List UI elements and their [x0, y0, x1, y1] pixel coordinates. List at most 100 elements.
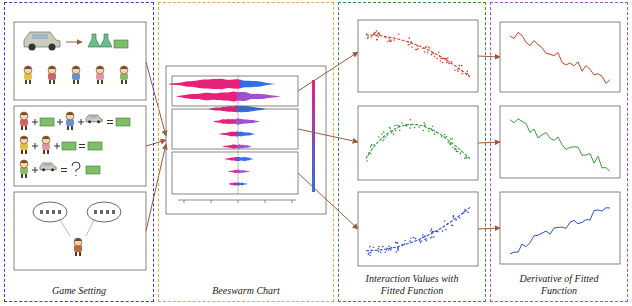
swarm-row — [236, 170, 250, 173]
scatter-point — [401, 122, 403, 124]
scatter-point — [390, 249, 392, 251]
plus-symbol — [32, 119, 38, 125]
panel-label-holder: Beeswarm Chart — [163, 285, 329, 297]
scatter-point — [375, 32, 377, 34]
person-icon — [96, 66, 104, 84]
bubble-glyph — [100, 210, 103, 214]
money-icon — [40, 118, 54, 126]
scatter-point — [407, 44, 409, 46]
scatter-point — [370, 146, 372, 148]
scatter-point — [409, 37, 411, 39]
scatter-point — [382, 140, 384, 142]
scene-box — [14, 22, 146, 100]
scatter-point — [425, 46, 427, 48]
scatter-point — [445, 136, 447, 138]
scatter-point — [415, 238, 417, 240]
scatter-point — [454, 148, 456, 150]
scatter-point — [414, 127, 416, 129]
scatter-point — [389, 128, 391, 130]
axis-tick — [184, 200, 185, 203]
scatter-point — [373, 246, 375, 248]
axis-tick — [238, 200, 239, 203]
scatter-point — [395, 130, 397, 132]
scatter-point — [453, 215, 455, 217]
scatter-point — [442, 230, 444, 232]
scatter-point — [445, 229, 447, 231]
car-icon — [40, 163, 56, 171]
panel-title: Interaction Values with Fitted Function — [356, 273, 468, 296]
scatter-point — [379, 33, 381, 35]
scatter-point — [464, 209, 466, 211]
scatter-point — [416, 49, 418, 51]
scatter-point — [397, 247, 399, 249]
money-icon — [62, 142, 76, 150]
scatter-point — [370, 252, 372, 254]
scatter-point — [461, 65, 463, 67]
scatter-point — [436, 58, 438, 60]
scatter-point — [459, 65, 461, 67]
scatter-point — [392, 133, 394, 135]
scatter-point — [369, 246, 371, 248]
person-icon — [20, 136, 28, 154]
x-axis — [178, 200, 296, 201]
scatter-point — [393, 39, 395, 41]
plus-symbol — [32, 143, 38, 149]
scatter-point — [455, 219, 457, 221]
scatter-point — [409, 240, 411, 242]
scatter-point — [378, 246, 380, 248]
bubble-glyph — [112, 210, 115, 214]
flask-icon — [100, 34, 112, 47]
derivative-curve — [510, 119, 610, 172]
bubble-tail — [60, 220, 94, 236]
swarm-row — [237, 144, 252, 148]
scatter-point — [448, 63, 450, 65]
person-icon — [20, 112, 28, 130]
scatter-point — [382, 246, 384, 248]
scatter-point — [453, 215, 455, 217]
scatter-point — [457, 69, 459, 71]
flow-arrow — [478, 228, 500, 229]
person-icon — [20, 160, 28, 178]
swarm-row — [218, 131, 239, 136]
scatter-point — [377, 36, 379, 38]
equals-symbol — [61, 169, 67, 172]
panel-label-holder: Interaction Values with Fitted Function — [343, 273, 481, 296]
stage-panel: Derivative of Fitted Function — [490, 2, 628, 302]
derivative-plot — [500, 192, 620, 264]
flask-icon — [88, 34, 100, 47]
scatter-point — [394, 125, 396, 127]
person-icon — [24, 66, 32, 84]
scatter-point — [433, 231, 435, 233]
scatter-point — [452, 147, 454, 149]
panel-title: Beeswarm Chart — [212, 285, 280, 297]
scatter-point — [446, 62, 448, 64]
swarm-row — [222, 144, 240, 149]
axis-tick — [265, 200, 266, 203]
scatter-point — [368, 254, 370, 256]
plus-symbol — [57, 119, 63, 125]
scatter-point — [371, 144, 373, 146]
scatter-point — [426, 46, 428, 48]
bubble-glyph — [52, 210, 55, 214]
panel-title: Derivative of Fitted Function — [503, 273, 615, 296]
scatter-point — [385, 136, 387, 138]
scatter-point — [388, 245, 390, 247]
flow-arrow — [478, 142, 500, 143]
scatter-point — [421, 240, 423, 242]
scatter-point — [387, 41, 389, 43]
scatter-point — [423, 130, 425, 132]
scatter-point — [366, 160, 368, 162]
scatter-point — [395, 251, 397, 253]
scatter-point — [467, 71, 469, 73]
group-box — [172, 109, 298, 149]
flow-arrow — [298, 129, 358, 142]
plus-symbol — [54, 143, 60, 149]
scatter-point — [373, 32, 375, 34]
axis-tick — [292, 200, 293, 203]
equals-symbol — [107, 121, 113, 124]
scatter-point — [434, 133, 436, 135]
scatter-point — [371, 36, 373, 38]
scatter-point — [466, 157, 468, 159]
scatter-point — [367, 37, 369, 39]
scatter-point — [424, 124, 426, 126]
